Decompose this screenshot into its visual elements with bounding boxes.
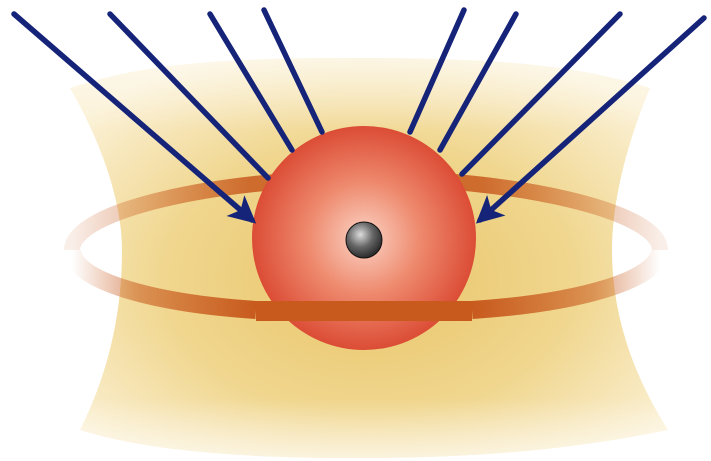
core-particle: [346, 222, 382, 258]
